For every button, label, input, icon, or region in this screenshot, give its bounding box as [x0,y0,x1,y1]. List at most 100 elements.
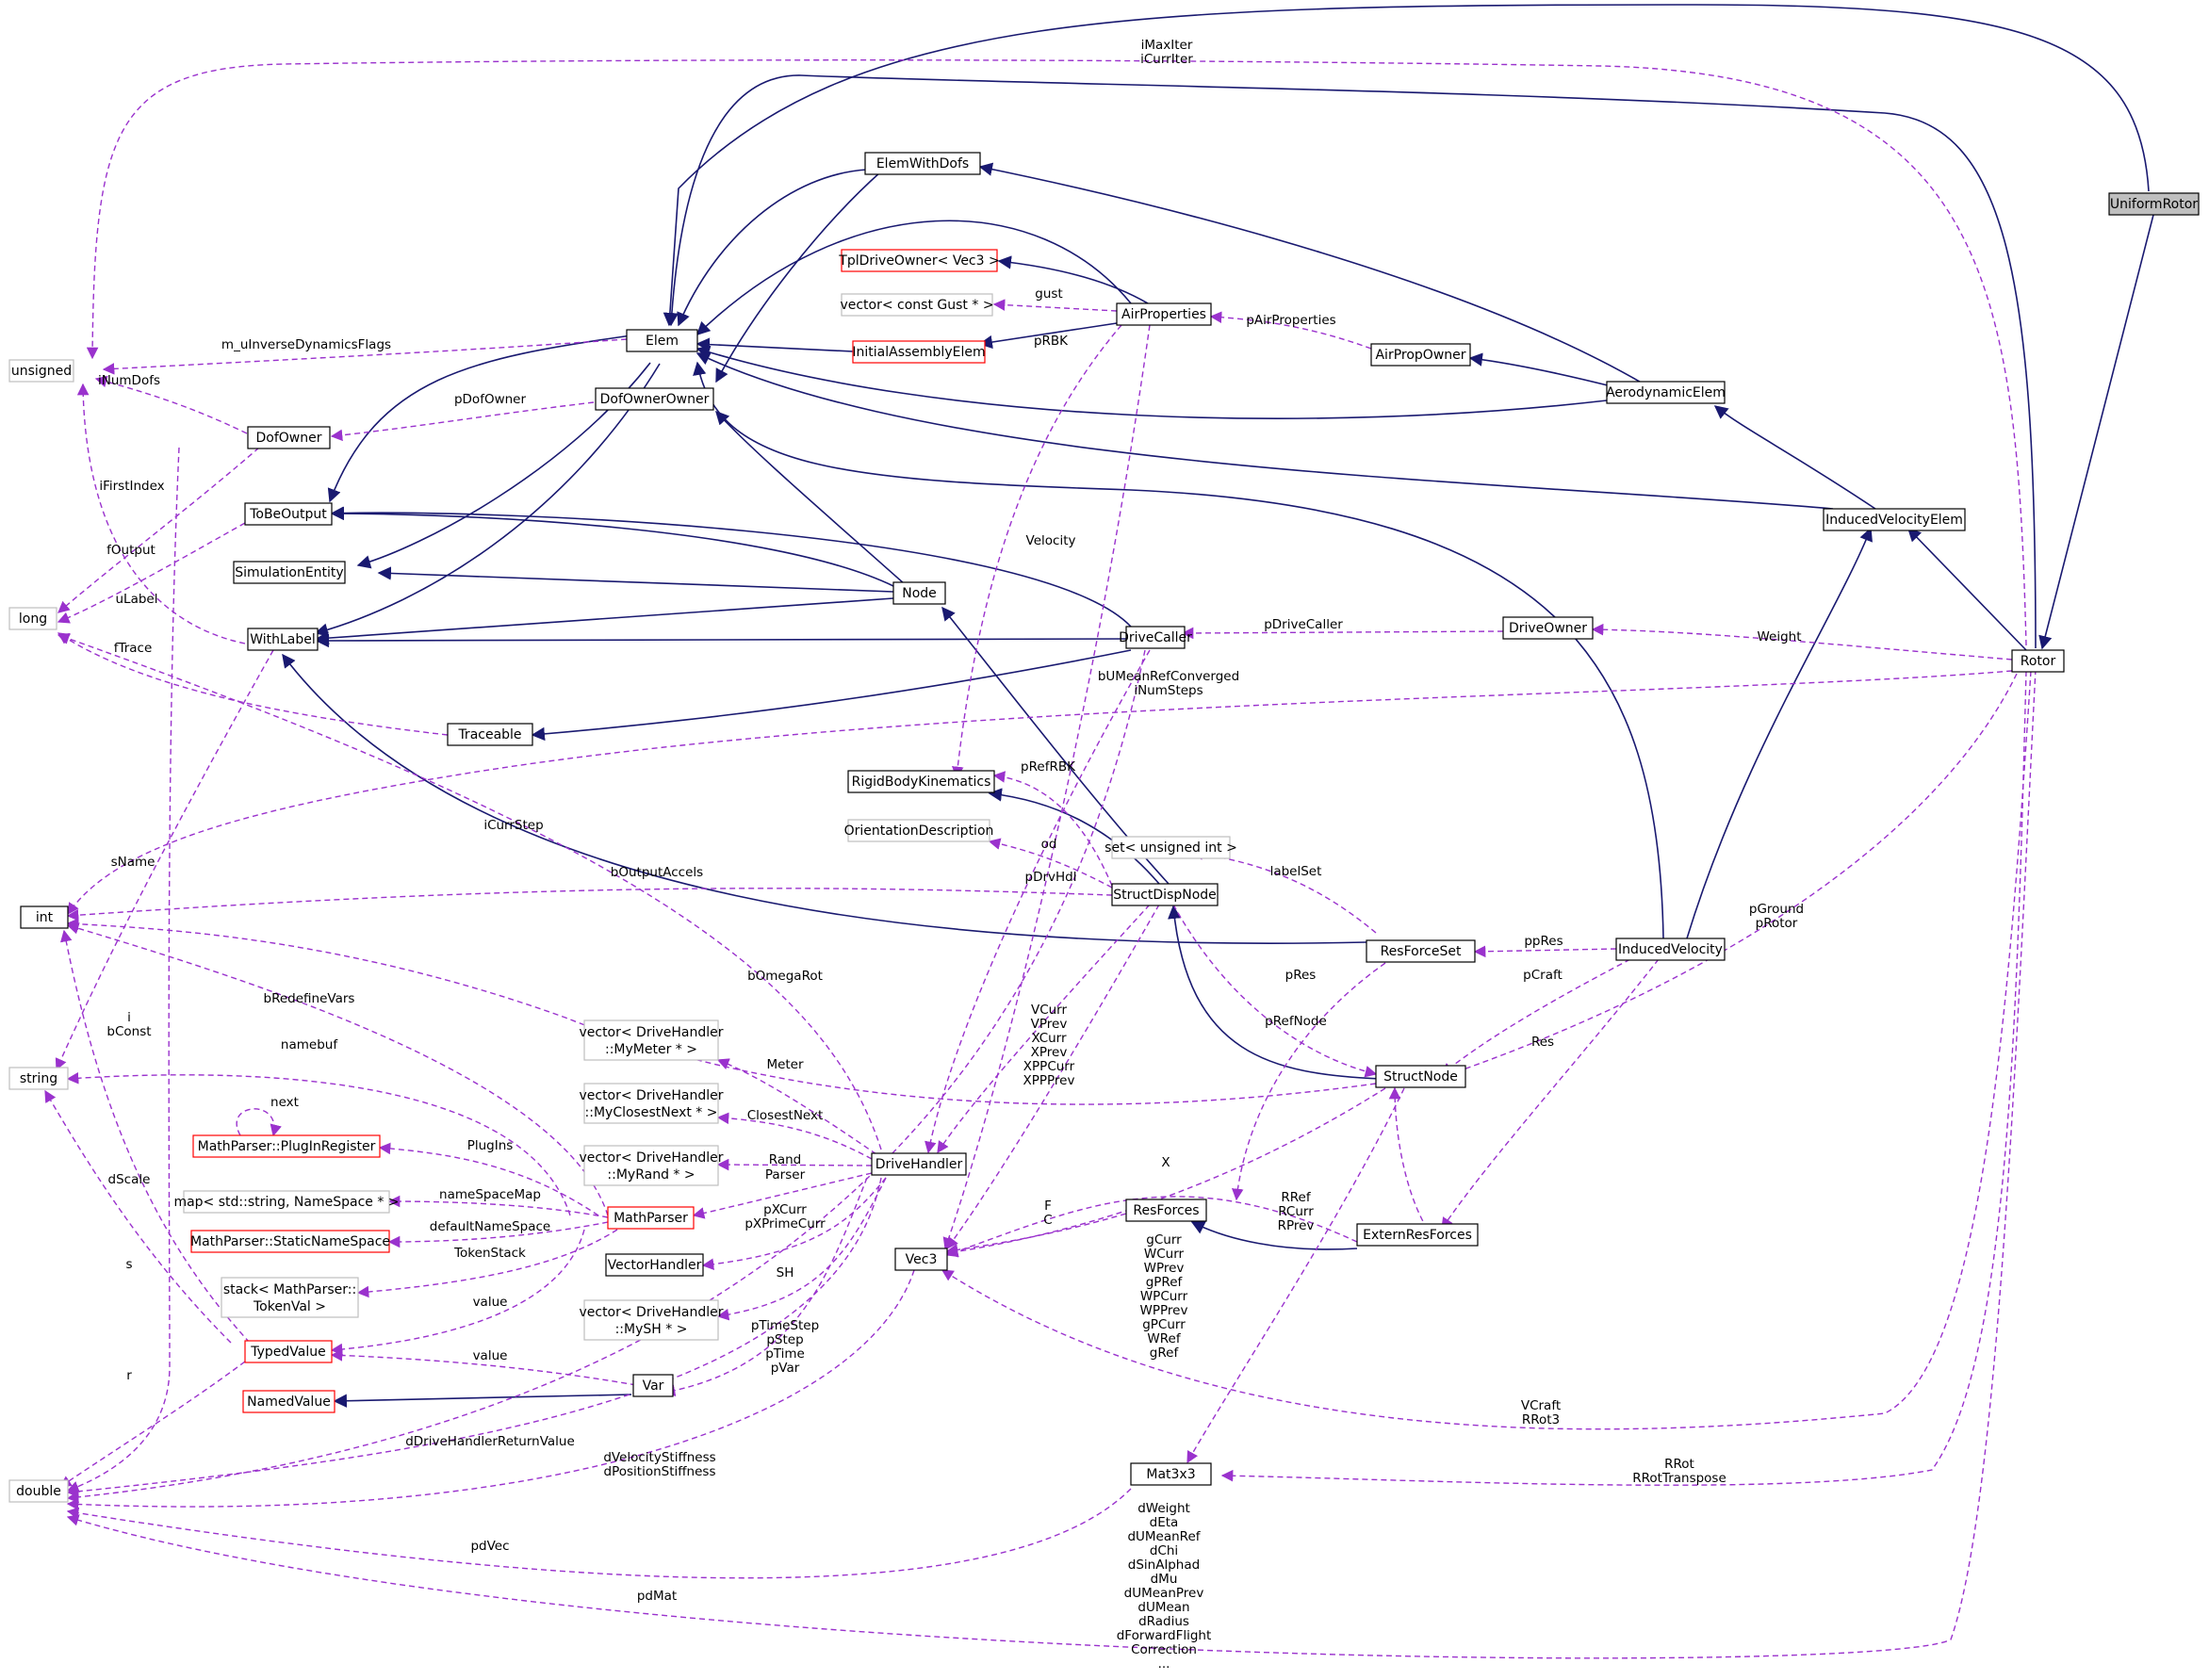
node-structdispnode[interactable] [1111,883,1219,906]
node-double[interactable] [8,1479,69,1503]
node-vec-mymeter[interactable] [583,1019,719,1061]
edge-inducedvelocity-elem [693,361,1664,939]
label-namebuf: namebuf [281,1037,338,1052]
node-stack[interactable] [221,1277,359,1318]
node-plugin[interactable] [192,1134,381,1158]
node-tobeoutput[interactable] [244,502,333,526]
label-wpcurr: WPCurr [1140,1289,1188,1304]
node-initialassembly[interactable] [852,340,986,364]
node-rotor[interactable] [2011,649,2065,673]
node-long[interactable] [8,607,57,630]
node-dofownerowner[interactable] [595,387,714,411]
node-drivehandler[interactable] [871,1152,967,1176]
node-aerodynamicelem[interactable] [1606,381,1726,404]
edge-rotor-mat3x3 [1220,670,2027,1486]
node-inducedvelocity[interactable] [1615,938,1726,961]
label-r: r [126,1368,132,1383]
node-vec-myclosest[interactable] [583,1083,719,1124]
label-prbk: pRBK [1034,334,1069,349]
node-airproperties[interactable] [1116,302,1212,326]
label-rref: RRef [1281,1190,1311,1205]
edge-airproperties-elem [695,220,1132,336]
edge-elemwithdofs-elem [677,169,868,327]
edge-traceable-long [57,632,449,736]
node-vector-gust[interactable] [841,293,993,317]
node-resforceset[interactable] [1366,939,1476,963]
label-vcurr: VCurr [1031,1003,1068,1018]
label-ifirstindex: iFirstIndex [99,479,164,494]
node-stack-label1: stack< MathParser:: [223,1282,356,1297]
edge-rotor-driveowner [1591,623,2013,661]
label-pdofowner: pDofOwner [454,392,527,407]
node-vec-myrand[interactable] [583,1145,719,1186]
edge-var-namedvalue [333,1394,632,1408]
node-driveowner[interactable] [1502,616,1594,640]
edge-drivecaller-withlabel [315,633,1127,648]
node-withlabel-label: WithLabel [250,632,316,647]
label-meter: Meter [766,1057,804,1072]
label-pdrivecaller: pDriveCaller [1264,617,1343,632]
node-tpldriveowner[interactable] [841,249,998,272]
edge-structdispnode-od [988,838,1113,889]
node-staticnamespace[interactable] [190,1230,390,1253]
node-airpropowner[interactable] [1370,343,1471,367]
node-externresforces[interactable] [1356,1223,1479,1247]
node-node[interactable] [892,581,946,605]
node-elem-label: Elem [646,334,679,349]
node-mathparser[interactable] [607,1206,695,1230]
label-ftrace: fTrace [114,641,153,656]
node-typedvalue[interactable] [244,1340,333,1363]
edge-elem-tobeoutput [327,334,632,503]
label-rrottranspose: RRotTranspose [1632,1471,1726,1486]
edge-structnode-structdispnode [1168,905,1382,1080]
node-unsigned[interactable] [8,359,74,383]
node-vectorhandler[interactable] [605,1253,704,1277]
node-drivecaller[interactable] [1125,626,1186,649]
edge-rotor-elem [664,74,2037,649]
edge-drivecaller-traceable [531,649,1132,742]
node-vec-mysh-label1: vector< DriveHandler [579,1305,723,1320]
edge-resforceset-resforces [1231,962,1386,1201]
edge-var-typedvalue [330,1349,637,1386]
label-pstep: pStep [766,1332,803,1347]
node-int[interactable] [20,905,69,929]
label-od: od [1041,837,1057,852]
node-elemwithdofs-label: ElemWithDofs [876,156,969,171]
node-structnode[interactable] [1375,1065,1466,1088]
label-wcurr: WCurr [1144,1247,1185,1262]
label-weight: Weight [1757,629,1801,644]
node-elemwithdofs[interactable] [864,152,981,175]
edge-uniformrotor-elem [663,4,2150,327]
label-parser: Parser [765,1167,806,1183]
node-vec-mysh[interactable] [583,1299,719,1341]
node-withlabel[interactable] [247,628,319,651]
node-map-namespace[interactable] [183,1190,390,1214]
edge-drivehandler-double [66,1177,882,1498]
node-rigidbodykinematics[interactable] [847,770,995,793]
node-namedvalue[interactable] [242,1390,335,1413]
label-pcraft: pCraft [1523,968,1563,983]
node-orientationdescription[interactable] [847,819,990,842]
node-vec3[interactable] [894,1248,948,1271]
label-dumeanprev: dUMeanPrev [1124,1586,1204,1601]
label-bumeanrefconverged: bUMeanRefConverged [1098,669,1239,684]
node-set-unsigned[interactable] [1111,836,1231,859]
label-imaxiter: iMaxIter [1141,38,1193,53]
node-simulationentity[interactable] [233,561,346,584]
node-vec-myclosest-label2: ::MyClosestNext * > [585,1105,718,1120]
label-namespacemap: nameSpaceMap [439,1187,541,1202]
node-string[interactable] [8,1067,69,1090]
node-vec3-label: Vec3 [906,1252,938,1267]
node-elem[interactable] [626,329,698,352]
node-inducedvelocityelem[interactable] [1823,508,1966,531]
node-dofowner[interactable] [247,426,331,449]
label-foutput: fOutput [106,543,155,558]
node-traceable[interactable] [447,723,533,746]
node-uniformrotor[interactable] [2108,192,2200,216]
edge-node-tobeoutput [330,506,894,587]
node-resforces[interactable] [1125,1199,1207,1222]
edge-drivehandler-mathparser [692,1172,873,1219]
edge-withlabel-string [55,649,274,1071]
node-mat3x3[interactable] [1130,1462,1212,1486]
node-var[interactable] [632,1374,674,1397]
